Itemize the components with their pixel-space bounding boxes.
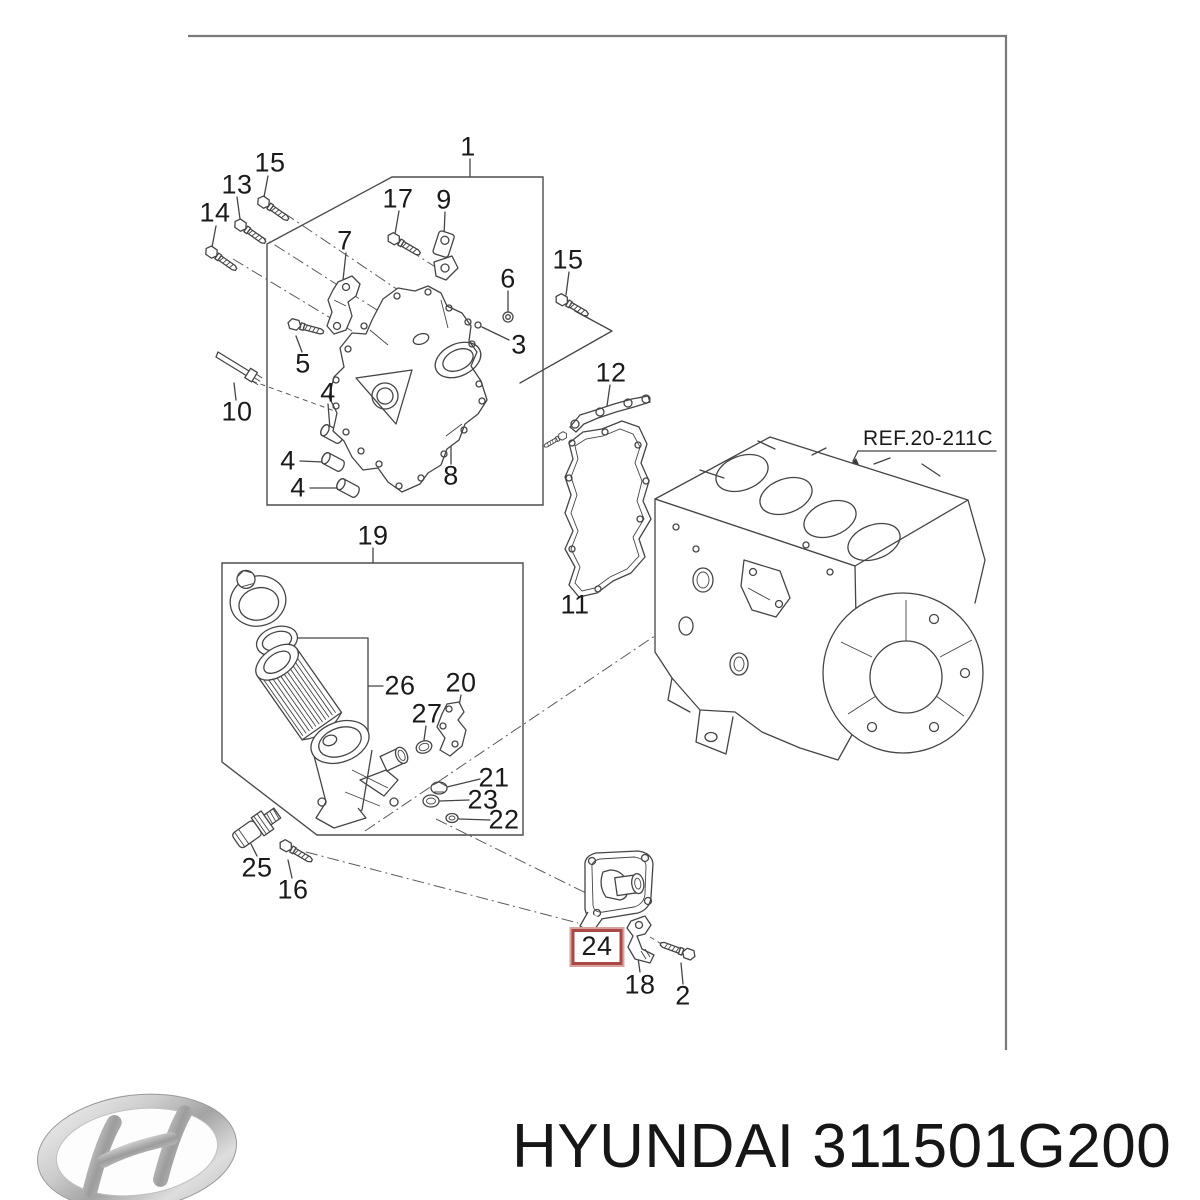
timing-cover-gasket-drawing bbox=[564, 420, 652, 598]
callout-15a: 15 bbox=[254, 147, 286, 178]
callout-12: 12 bbox=[595, 357, 627, 388]
part-number: 311501G200 bbox=[812, 1112, 1172, 1181]
callout-24: 24 bbox=[571, 929, 623, 965]
engine-block-drawing bbox=[654, 436, 986, 761]
callout-box-19 bbox=[221, 562, 524, 836]
callout-17: 17 bbox=[382, 183, 414, 214]
callout-3: 3 bbox=[511, 329, 527, 360]
ref-block-label: REF.20-211C bbox=[862, 427, 994, 450]
brand-name: HYUNDAI bbox=[512, 1112, 795, 1181]
callout-14: 14 bbox=[199, 197, 231, 228]
bracket-9-drawing bbox=[432, 230, 459, 281]
callout-16: 16 bbox=[277, 874, 309, 905]
gasket-strip-12-drawing bbox=[542, 394, 651, 450]
callout-6: 6 bbox=[500, 263, 516, 294]
bracket-7-drawing bbox=[326, 275, 361, 335]
oil-cooler-adapter-24-drawing bbox=[579, 850, 654, 934]
bracket-18-drawing bbox=[626, 915, 655, 964]
oil-filter-assembly-drawing bbox=[229, 569, 467, 829]
callout-25: 25 bbox=[241, 852, 273, 883]
callout-23: 23 bbox=[467, 784, 499, 815]
callout-2: 2 bbox=[675, 980, 691, 1011]
callout-10: 10 bbox=[221, 396, 253, 427]
callout-19: 19 bbox=[357, 520, 389, 551]
callout-5: 5 bbox=[295, 348, 311, 379]
callout-27: 27 bbox=[411, 698, 443, 729]
callout-26: 26 bbox=[384, 670, 416, 701]
stud-10-drawing bbox=[215, 351, 263, 386]
callout-box-1 bbox=[266, 176, 544, 506]
oil-pressure-switch-drawing bbox=[232, 807, 282, 849]
callout-11: 11 bbox=[560, 589, 590, 620]
footer-part-caption: HYUNDAI 311501G200 bbox=[512, 1111, 1171, 1182]
callout-4b: 4 bbox=[280, 445, 296, 476]
callout-4c: 4 bbox=[290, 472, 306, 503]
callout-22: 22 bbox=[488, 804, 520, 835]
callout-21: 21 bbox=[478, 762, 510, 793]
callout-9: 9 bbox=[436, 184, 452, 215]
timing-cover-drawing bbox=[328, 285, 488, 493]
frame-border bbox=[188, 34, 1008, 1050]
callout-15b: 15 bbox=[552, 244, 584, 275]
callout-20: 20 bbox=[445, 667, 477, 698]
housing-gasket-20-drawing bbox=[436, 701, 467, 757]
callout-4a: 4 bbox=[320, 377, 336, 408]
callout-18: 18 bbox=[624, 969, 656, 1000]
oil-filter-housing-drawing bbox=[310, 719, 409, 829]
callout-7: 7 bbox=[337, 225, 353, 256]
hyundai-logo-icon bbox=[37, 1093, 237, 1200]
callout-13: 13 bbox=[221, 169, 253, 200]
callout-1: 1 bbox=[460, 131, 476, 162]
callout-8: 8 bbox=[443, 460, 459, 491]
